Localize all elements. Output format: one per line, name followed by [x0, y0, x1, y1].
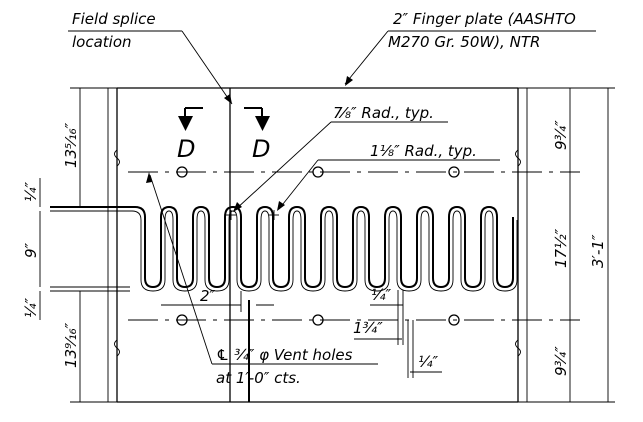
dim-quarter-b: ¼″	[418, 353, 439, 371]
vent-hole	[312, 166, 324, 178]
dim-left-middle: 9″	[22, 242, 40, 258]
field-splice-label: Field splice	[72, 10, 156, 28]
section-label: D	[252, 135, 270, 163]
radius-center-markers	[226, 210, 279, 220]
dim-left-bottom: 13⁹⁄₁₆″	[62, 322, 80, 368]
plate-outline	[116, 87, 519, 403]
dim-left-quarter-top: ¼″	[22, 181, 40, 202]
small-radius-callout: 7⁄₈″ Rad., typ.	[233, 104, 448, 212]
large-radius-callout: 1⅛″ Rad., typ.	[277, 142, 500, 211]
dim-quarter-a: ¼″	[371, 286, 392, 304]
dim-left-quarter-bottom: ¼″	[22, 297, 40, 318]
vent-holes	[176, 166, 460, 326]
section-marker-right: D	[244, 107, 270, 163]
large-radius-label: 1⅛″ Rad., typ.	[370, 142, 477, 160]
finger-plate-label: 2″ Finger plate (AASHTO	[393, 10, 576, 28]
section-marker-left: D	[177, 107, 203, 163]
field-splice-label-line2: location	[72, 33, 132, 51]
left-dimensions: 13⁵⁄₁₆″ ¼″ 9″ ¼″ 13⁹⁄₁₆″	[22, 87, 117, 403]
dim-one-three-quarter: 1¾″	[353, 319, 383, 337]
dim-right-top: 9¾″	[552, 120, 570, 150]
vent-hole	[448, 166, 460, 178]
vent-hole	[448, 314, 460, 326]
dim-right-bottom: 9¾″	[552, 346, 570, 376]
small-radius-label: 7⁄₈″ Rad., typ.	[333, 104, 434, 122]
finger-pattern	[50, 205, 518, 292]
dim-overall-height: 3′-1″	[589, 234, 607, 268]
section-label: D	[177, 135, 195, 163]
vent-hole-label: ℄ ¾″ φ Vent holes	[216, 346, 353, 364]
field-splice-callout: Field splice location	[68, 10, 233, 105]
vent-hole	[176, 314, 188, 326]
vent-hole-callout: ℄ ¾″ φ Vent holes at 1′-0″ cts.	[146, 172, 378, 387]
right-dimensions: 9¾″ 17½″ 9¾″ 3′-1″	[518, 87, 615, 403]
dim-left-top: 13⁵⁄₁₆″	[62, 122, 80, 168]
vent-hole	[176, 166, 188, 178]
finger-plate-callout: 2″ Finger plate (AASHTO M270 Gr. 50W), N…	[344, 10, 596, 86]
finger-plate-label-line2: M270 Gr. 50W), NTR	[388, 33, 540, 51]
vent-hole-label-line2: at 1′-0″ cts.	[216, 369, 301, 387]
bottom-dimensions: 2″ ¼″ 1¾″ ¼″	[161, 286, 442, 402]
vent-hole	[312, 314, 324, 326]
break-marks	[114, 149, 521, 357]
dim-gap-2: 2″	[200, 287, 216, 305]
dim-right-middle: 17½″	[552, 228, 570, 268]
